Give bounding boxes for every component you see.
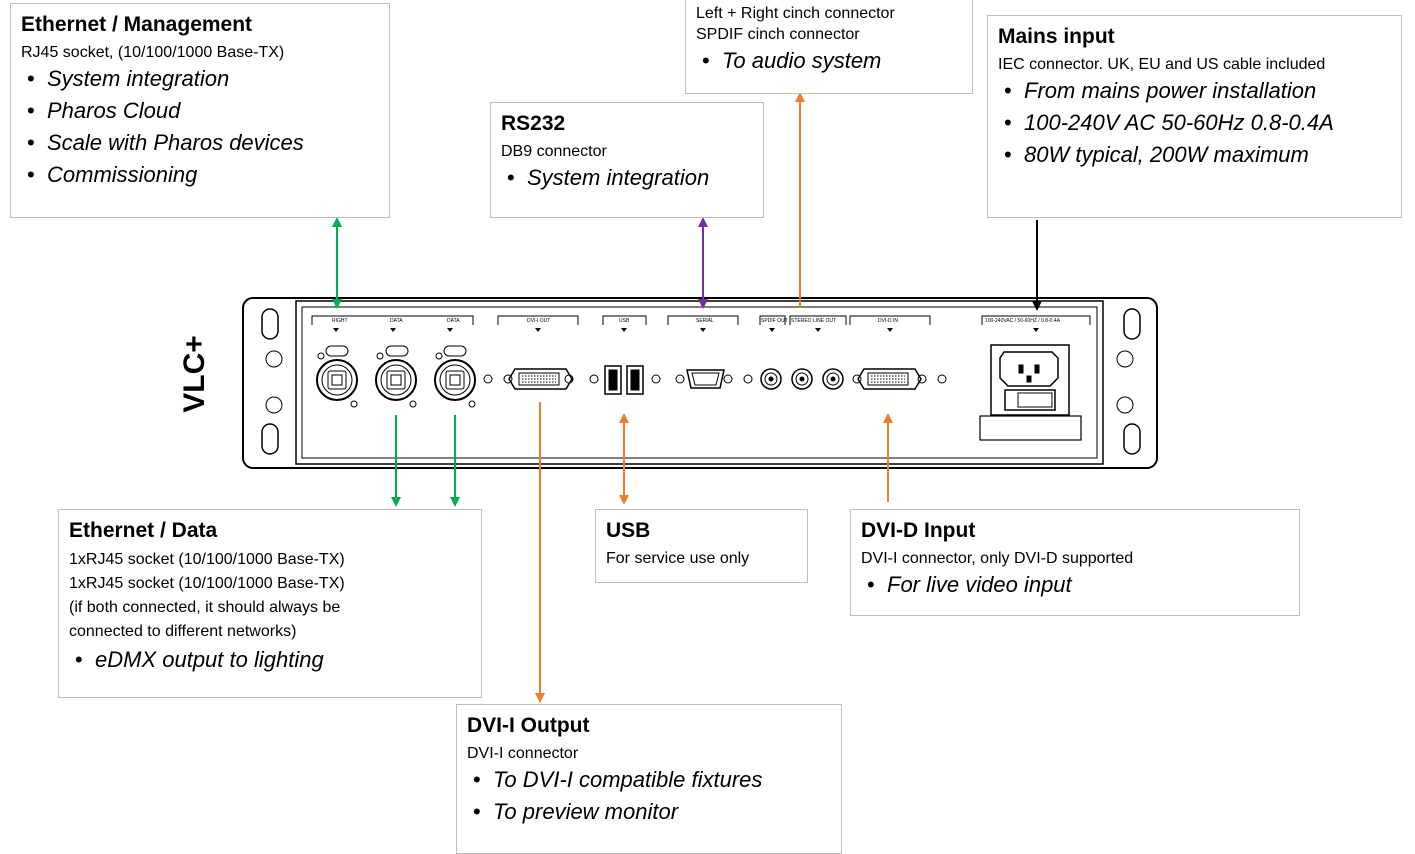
callout-line: SPDIF cinch connector <box>696 26 860 43</box>
usb-ports <box>589 365 661 395</box>
callout-description: IEC connector. UK, EU and US cable inclu… <box>998 56 1326 73</box>
callout-description: RJ45 socket, (10/100/1000 Base-TX) <box>21 44 285 61</box>
port-label-mains: 100-240VAC / 50-60HZ / 0.8-0.4A <box>985 318 1061 324</box>
callout-line: connected to different networks) <box>69 623 297 640</box>
port-label-dvi-in: DVI-D IN <box>878 318 898 324</box>
callout-dvi-i-output: DVI-I Output DVI-I connector To DVI-I co… <box>456 704 842 854</box>
dvi-out-connector <box>483 368 574 390</box>
connector-arrows <box>332 92 1042 703</box>
callout-line: Left + Right cinch connector <box>696 5 895 22</box>
port-label-spdif: SPDIF OUT <box>761 318 788 324</box>
port-label-right: RIGHT <box>332 318 348 324</box>
callout-description: DVI-I connector, only DVI-D supported <box>861 550 1134 567</box>
callout-title: Ethernet / Data <box>69 519 218 542</box>
port-markers <box>333 328 1039 332</box>
rj45-sockets <box>316 345 476 408</box>
callout-bullet: Pharos Cloud <box>21 95 379 127</box>
callout-bullet: System integration <box>501 162 753 194</box>
port-label-dvi-out: DVI-I OUT <box>527 318 550 324</box>
callout-bullet: 80W typical, 200W maximum <box>998 139 1391 171</box>
callout-description: For service use only <box>606 550 750 567</box>
callout-title: Ethernet / Management <box>21 13 253 36</box>
callout-title: DVI-D Input <box>861 519 976 542</box>
callout-title: Mains input <box>998 25 1115 48</box>
iec-inlet <box>979 344 1082 441</box>
dvi-in-connector <box>852 368 947 390</box>
port-label-usb: USB <box>619 318 630 324</box>
callout-mains-input: Mains input IEC connector. UK, EU and US… <box>987 15 1402 218</box>
callout-bullet: For live video input <box>861 569 1289 601</box>
rj45-data-1 <box>375 345 417 408</box>
callout-bullet: 100-240V AC 50-60Hz 0.8-0.4A <box>998 107 1391 139</box>
callout-usb: USB For service use only <box>595 509 808 583</box>
rj45-data-2 <box>434 345 476 408</box>
callout-bullet: To audio system <box>696 45 962 77</box>
rca-connectors <box>760 368 844 390</box>
callout-title: DVI-I Output <box>467 714 590 737</box>
callout-line: 1xRJ45 socket (10/100/1000 Base-TX) <box>69 551 345 568</box>
callout-bullet: To DVI-I compatible fixtures <box>467 764 831 796</box>
port-label-strip <box>311 315 1091 325</box>
callout-ethernet-management: Ethernet / Management RJ45 socket, (10/1… <box>10 3 390 218</box>
callout-bullet: eDMX output to lighting <box>69 644 471 676</box>
callout-title: RS232 <box>501 112 566 135</box>
callout-bullet: Scale with Pharos devices <box>21 127 379 159</box>
port-label-stereo: STEREO LINE OUT <box>791 318 836 324</box>
serial-db9 <box>675 369 753 389</box>
callout-bullet: From mains power installation <box>998 75 1391 107</box>
callout-audio: Left + Right cinch connector SPDIF cinch… <box>685 0 973 94</box>
rj45-management <box>316 345 358 408</box>
port-labels: RIGHT DATA DATA DVI-I OUT USB SERIAL SPD… <box>332 318 1061 324</box>
callout-description: DVI-I connector <box>467 745 579 762</box>
port-label-data-2: DATA <box>447 318 460 324</box>
callout-line: 1xRJ45 socket (10/100/1000 Base-TX) <box>69 575 345 592</box>
callout-bullet: To preview monitor <box>467 796 831 828</box>
callout-title: USB <box>606 519 651 542</box>
callout-ethernet-data: Ethernet / Data 1xRJ45 socket (10/100/10… <box>58 509 482 698</box>
port-label-data-1: DATA <box>390 318 403 324</box>
callout-bullet: System integration <box>21 63 379 95</box>
callout-dvi-d-input: DVI-D Input DVI-I connector, only DVI-D … <box>850 509 1300 616</box>
device-name-label: VLC+ <box>178 335 211 413</box>
callout-description: DB9 connector <box>501 143 607 160</box>
callout-bullet: Commissioning <box>21 159 379 191</box>
port-label-serial: SERIAL <box>696 318 714 324</box>
callout-rs232: RS232 DB9 connector System integration <box>490 102 764 218</box>
callout-line: (if both connected, it should always be <box>69 599 341 616</box>
